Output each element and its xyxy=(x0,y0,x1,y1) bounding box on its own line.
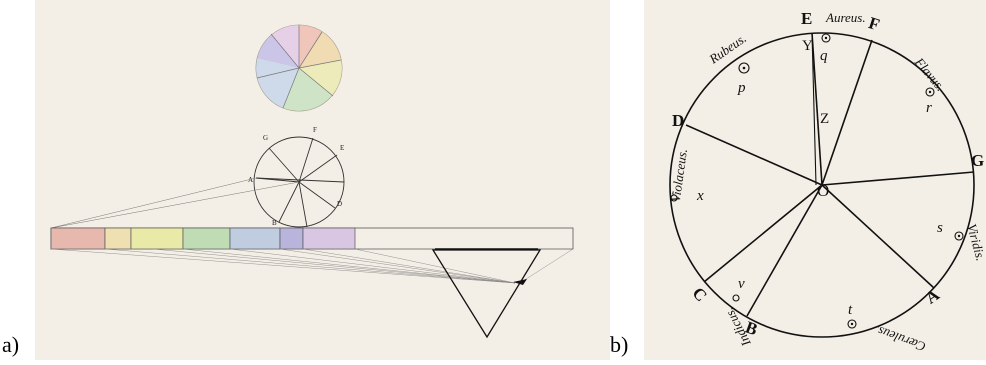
prism-triangle xyxy=(431,248,542,339)
circle-letter-b: B xyxy=(272,219,277,227)
panel-b-label: b) xyxy=(610,332,629,357)
spectrum-cell xyxy=(104,227,132,250)
label-t: t xyxy=(848,302,853,318)
wheel-sector xyxy=(257,35,299,68)
circle-letter-e: E xyxy=(340,144,344,152)
label-c: C xyxy=(689,284,711,306)
label-r: r xyxy=(926,100,932,116)
panel-a-label: a) xyxy=(2,332,20,357)
construction-lines xyxy=(50,177,300,229)
wheel-sector xyxy=(299,25,323,68)
gravity-markers xyxy=(670,33,964,329)
label-s: s xyxy=(937,220,943,236)
spectrum-cell xyxy=(182,227,231,250)
colored-wheel xyxy=(255,24,343,112)
wheel-sector xyxy=(299,59,342,96)
spectrum-strip xyxy=(50,227,574,250)
prism-diagram: G F E A D B C xyxy=(50,24,574,339)
lettered-circle xyxy=(253,136,345,228)
label-v: v xyxy=(738,276,745,292)
word-violaceus: Violaceus. xyxy=(668,148,690,203)
ray-lines xyxy=(50,248,574,284)
word-caeruleus: Cæruleus. xyxy=(873,323,928,355)
outer-circle xyxy=(669,32,975,338)
label-z: Z xyxy=(820,111,829,127)
newton-color-circle: E F G D C B A O Y Z p q r s t v x Aureus… xyxy=(668,9,986,355)
label-p: p xyxy=(737,80,746,96)
label-o: O xyxy=(817,181,829,200)
label-a: A xyxy=(922,285,944,308)
spectrum-cell xyxy=(229,227,281,250)
word-rubeus: Rubeus. xyxy=(706,30,749,67)
circle-letter-d: D xyxy=(337,200,342,208)
wheel-sector xyxy=(271,25,299,68)
spectrum-cell xyxy=(50,227,106,250)
label-e: E xyxy=(801,9,812,28)
word-viridis: Viridis. xyxy=(964,222,986,262)
label-g: G xyxy=(971,151,984,170)
label-y: Y xyxy=(802,38,813,54)
circle-letter-g: G xyxy=(263,134,268,142)
label-q: q xyxy=(820,48,828,64)
spectrum-cell xyxy=(130,227,184,250)
wheel-sector xyxy=(299,31,342,69)
circle-letter-a: A xyxy=(248,176,253,184)
word-aureus: Aureus. xyxy=(825,10,866,25)
spectrum-cell xyxy=(302,227,356,250)
circle-letter-f: F xyxy=(313,126,317,134)
label-d: D xyxy=(672,111,684,130)
spectrum-cell xyxy=(279,227,304,250)
label-x: x xyxy=(696,188,704,204)
wheel-sector xyxy=(282,68,333,111)
newton-color-circle-panel: E F G D C B A O Y Z p q r s t v x Aureus… xyxy=(644,0,986,360)
label-f: F xyxy=(866,13,882,34)
prism-diagram-panel: G F E A D B C xyxy=(35,0,610,360)
